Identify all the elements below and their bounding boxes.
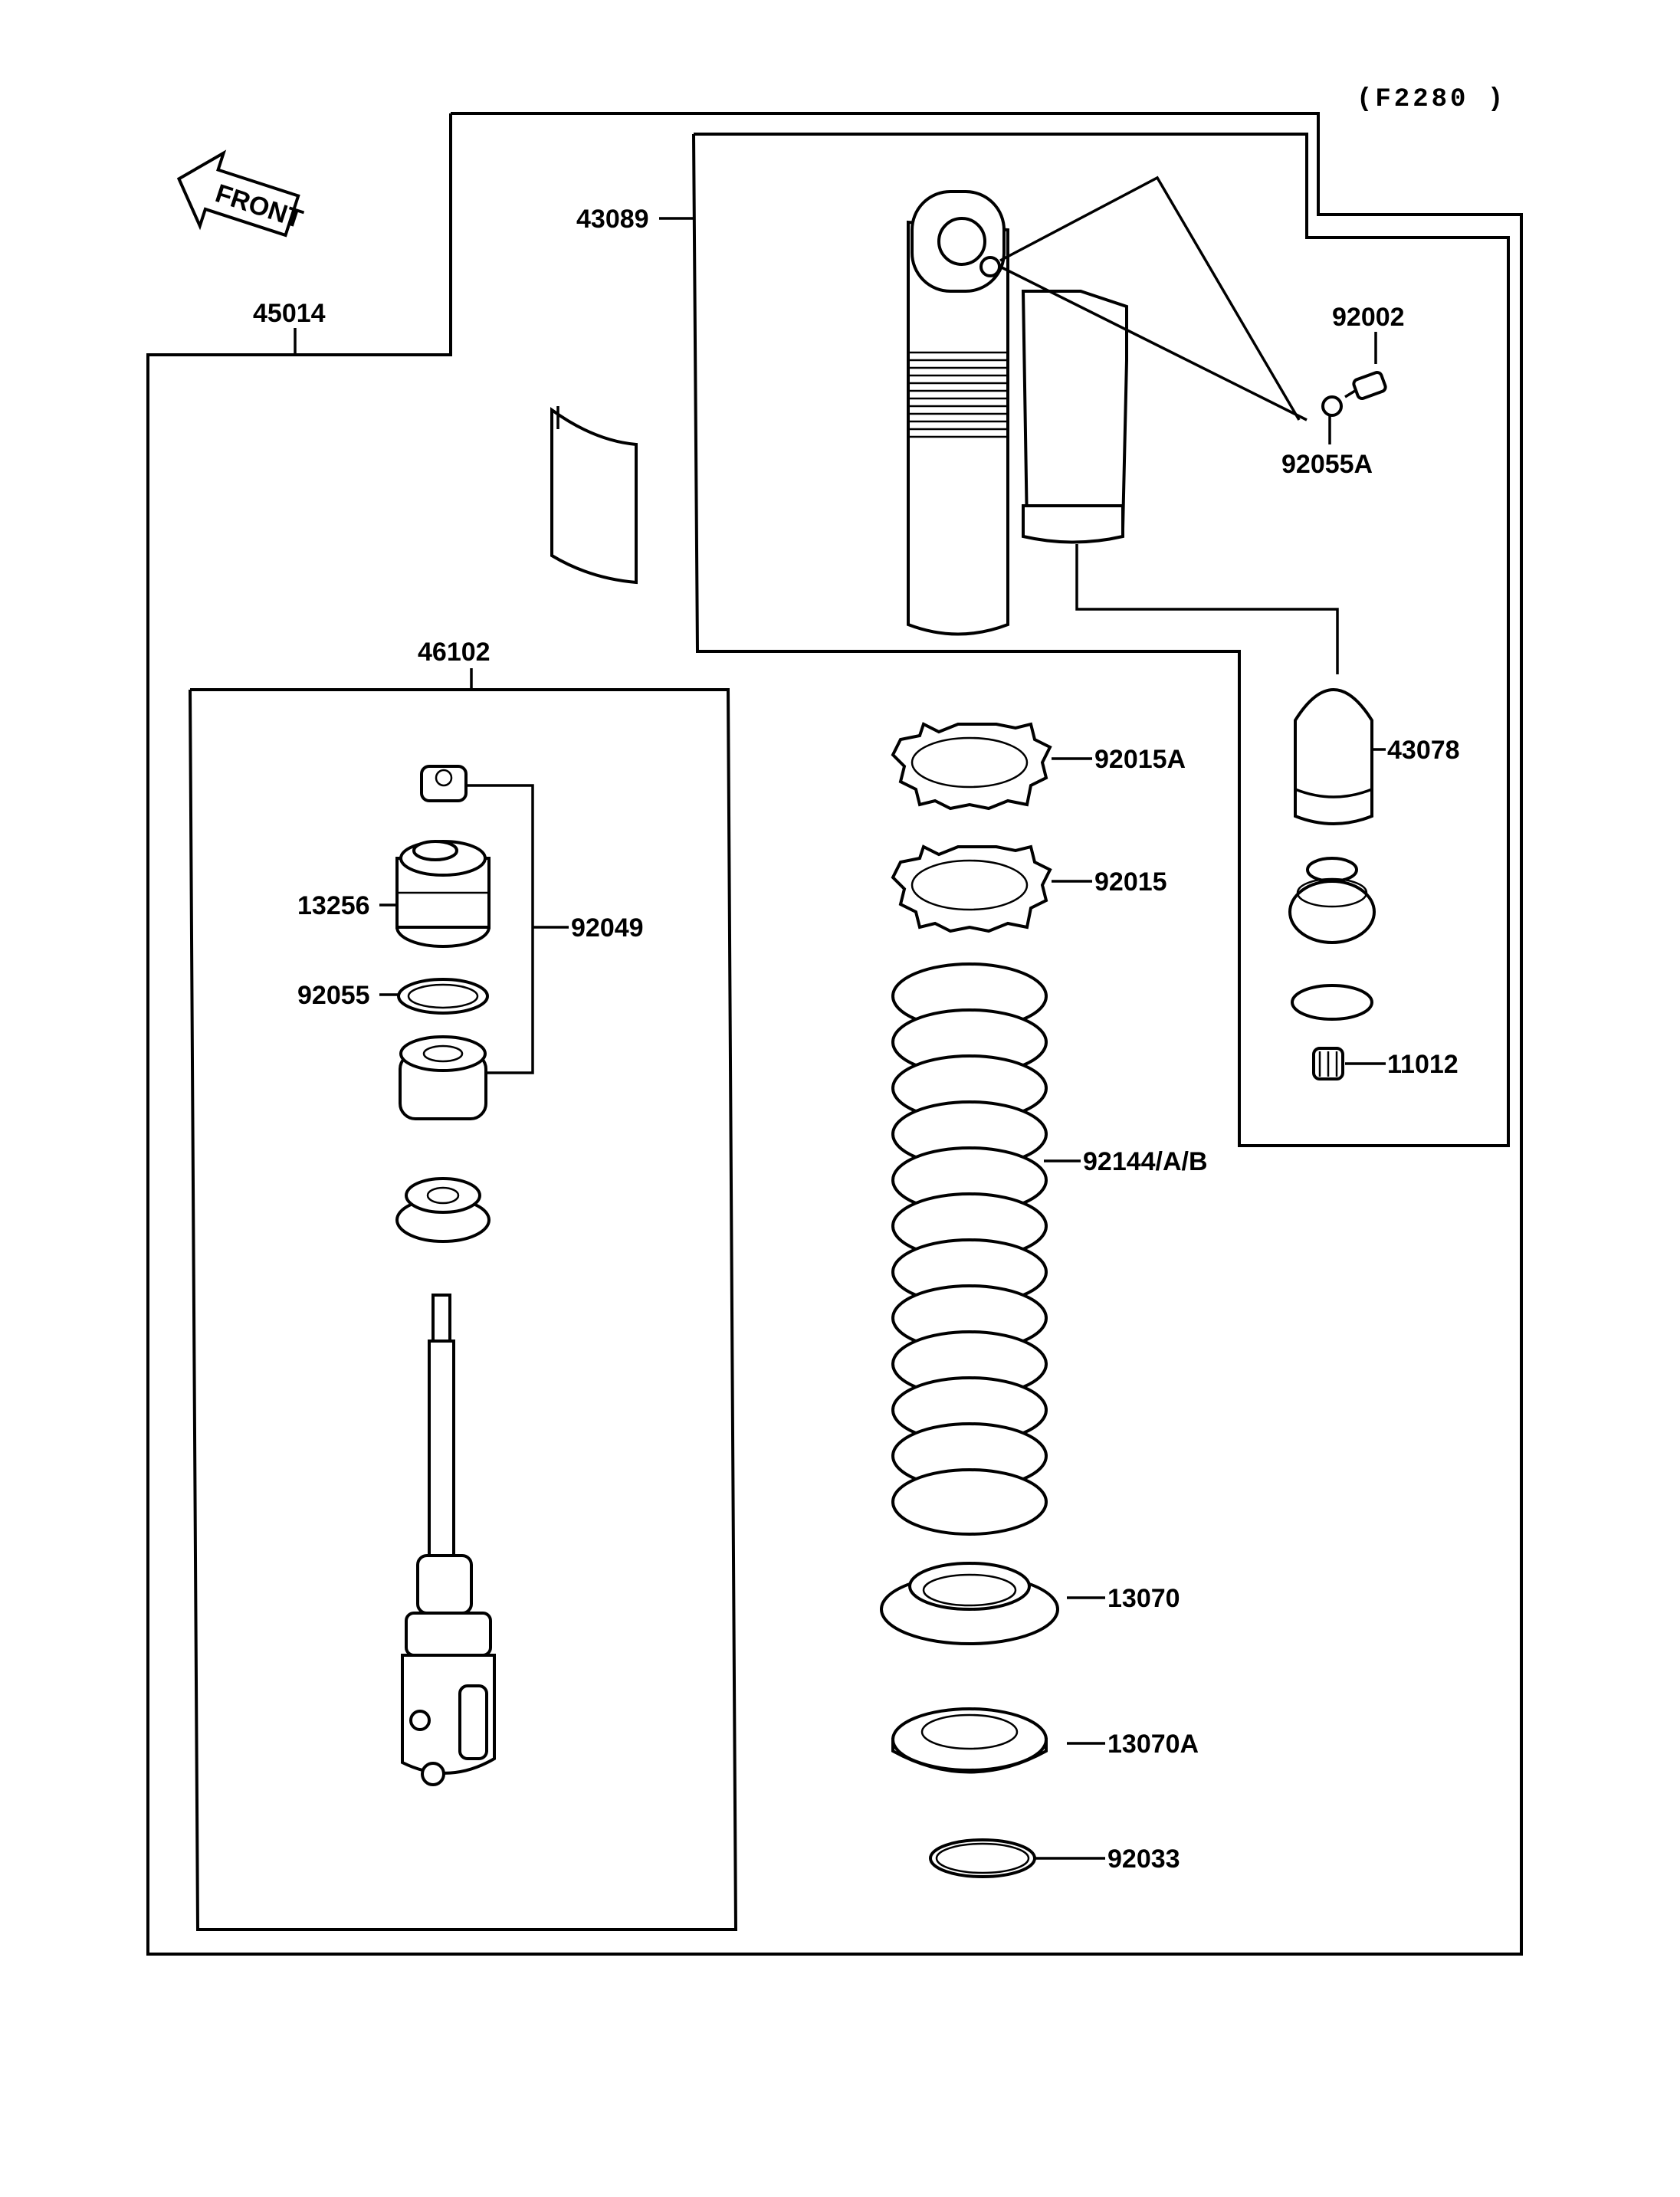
svg-text:92144/A/B: 92144/A/B bbox=[1083, 1147, 1208, 1176]
label-13070: 13070 bbox=[1067, 1584, 1180, 1613]
rubber-bumper-part bbox=[1288, 857, 1376, 944]
screw-92002-part bbox=[1344, 370, 1387, 401]
housing-group-boundary bbox=[692, 133, 1510, 1147]
svg-text:43089: 43089 bbox=[576, 205, 649, 234]
piston-13256-part bbox=[395, 840, 491, 948]
svg-text:13256: 13256 bbox=[297, 891, 370, 920]
svg-text:46102: 46102 bbox=[418, 638, 491, 667]
rod-guide-part bbox=[395, 1177, 491, 1243]
front-arrow-icon: FRONT bbox=[176, 149, 307, 238]
label-13070a: 13070A bbox=[1067, 1730, 1199, 1759]
piston-rod-group-boundary bbox=[189, 688, 738, 1931]
seal-part bbox=[399, 1035, 487, 1120]
svg-text:13070: 13070 bbox=[1107, 1584, 1180, 1613]
svg-text:11012: 11012 bbox=[1387, 1050, 1459, 1079]
label-92049: 92049 bbox=[468, 784, 644, 1074]
svg-text:92033: 92033 bbox=[1107, 1844, 1180, 1874]
lock-nut-92015-part bbox=[891, 844, 1052, 933]
reservoir-cap-43078-part bbox=[1294, 688, 1373, 825]
svg-text:92055: 92055 bbox=[297, 981, 370, 1010]
label-45014: 45014 bbox=[253, 299, 326, 355]
spring-seat-13070-part bbox=[880, 1562, 1059, 1645]
diagram-code: (F2280 ) bbox=[1357, 85, 1506, 114]
bladder-sleeve-part bbox=[550, 406, 638, 585]
label-43089: 43089 bbox=[576, 205, 694, 234]
svg-text:13070A: 13070A bbox=[1107, 1730, 1199, 1759]
label-92055: 92055 bbox=[297, 981, 402, 1010]
adjuster-nut-92015a-part bbox=[891, 722, 1052, 811]
washer-92055a-part bbox=[1321, 395, 1343, 417]
spring-seat-13070a-part bbox=[891, 1707, 1048, 1774]
label-92055a: 92055A bbox=[1281, 414, 1373, 479]
label-92033: 92033 bbox=[1035, 1844, 1180, 1874]
label-92015: 92015 bbox=[1052, 867, 1167, 897]
svg-text:43078: 43078 bbox=[1387, 736, 1460, 765]
circlip-part bbox=[1291, 984, 1373, 1021]
svg-text:92055A: 92055A bbox=[1281, 450, 1373, 479]
svg-text:45014: 45014 bbox=[253, 299, 326, 328]
label-11012: 11012 bbox=[1345, 1050, 1459, 1079]
label-92144: 92144/A/B bbox=[1044, 1147, 1208, 1176]
outer-assembly-boundary bbox=[146, 112, 1523, 1956]
label-43078: 43078 bbox=[1372, 736, 1460, 765]
label-46102: 46102 bbox=[418, 638, 491, 690]
label-92015a: 92015A bbox=[1052, 745, 1186, 774]
svg-text:92015: 92015 bbox=[1094, 867, 1167, 897]
svg-text:92049: 92049 bbox=[571, 913, 644, 943]
piston-rod-part bbox=[401, 1294, 496, 1786]
nut-part bbox=[420, 765, 468, 802]
svg-text:92002: 92002 bbox=[1332, 303, 1405, 332]
svg-text:92015A: 92015A bbox=[1094, 745, 1186, 774]
shock-body-part bbox=[907, 175, 1339, 674]
label-13256: 13256 bbox=[297, 891, 402, 920]
label-92002: 92002 bbox=[1332, 303, 1405, 364]
valve-cap-11012-part bbox=[1312, 1047, 1344, 1080]
circlip-92033-part bbox=[929, 1838, 1036, 1878]
coil-spring-92144-part bbox=[891, 962, 1048, 1536]
o-ring-92055-part bbox=[397, 978, 489, 1015]
